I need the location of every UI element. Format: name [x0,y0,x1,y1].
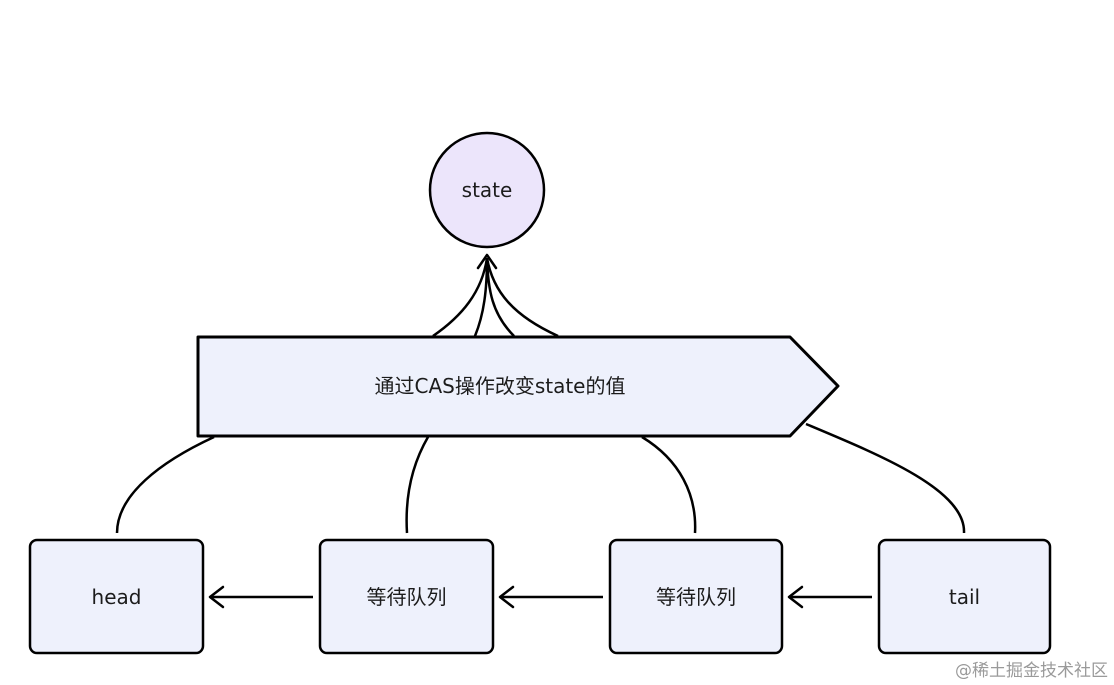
arrowhead-state [476,253,498,270]
queue-node-2 [608,538,784,655]
arrowhead-head [208,585,225,609]
tail-node [877,538,1052,655]
head-node [28,538,205,655]
connector-queue1-to-cas [405,436,430,534]
queue-node-2-label: 等待队列 [656,585,736,609]
cas-process-node [196,335,840,438]
watermark: @稀土掘金技术社区 [955,661,1108,681]
arrowhead-queue1 [498,585,515,609]
queue-node-1-label: 等待队列 [367,585,447,609]
connector-cas-to-state-3 [485,257,515,337]
tail-label: tail [949,585,980,609]
connector-cas-to-state-4 [485,257,559,338]
state-label: state [462,178,513,202]
state-node [428,131,546,249]
connector-head-to-cas [115,435,215,534]
queue-node-1 [318,538,495,655]
connector-cas-to-state-1 [432,257,489,338]
connector-tail-to-cas [805,422,966,534]
cas-process-label: 通过CAS操作改变state的值 [374,374,625,398]
arrowhead-queue2 [787,585,804,609]
connector-queue2-to-cas [641,435,697,534]
head-label: head [92,585,142,609]
